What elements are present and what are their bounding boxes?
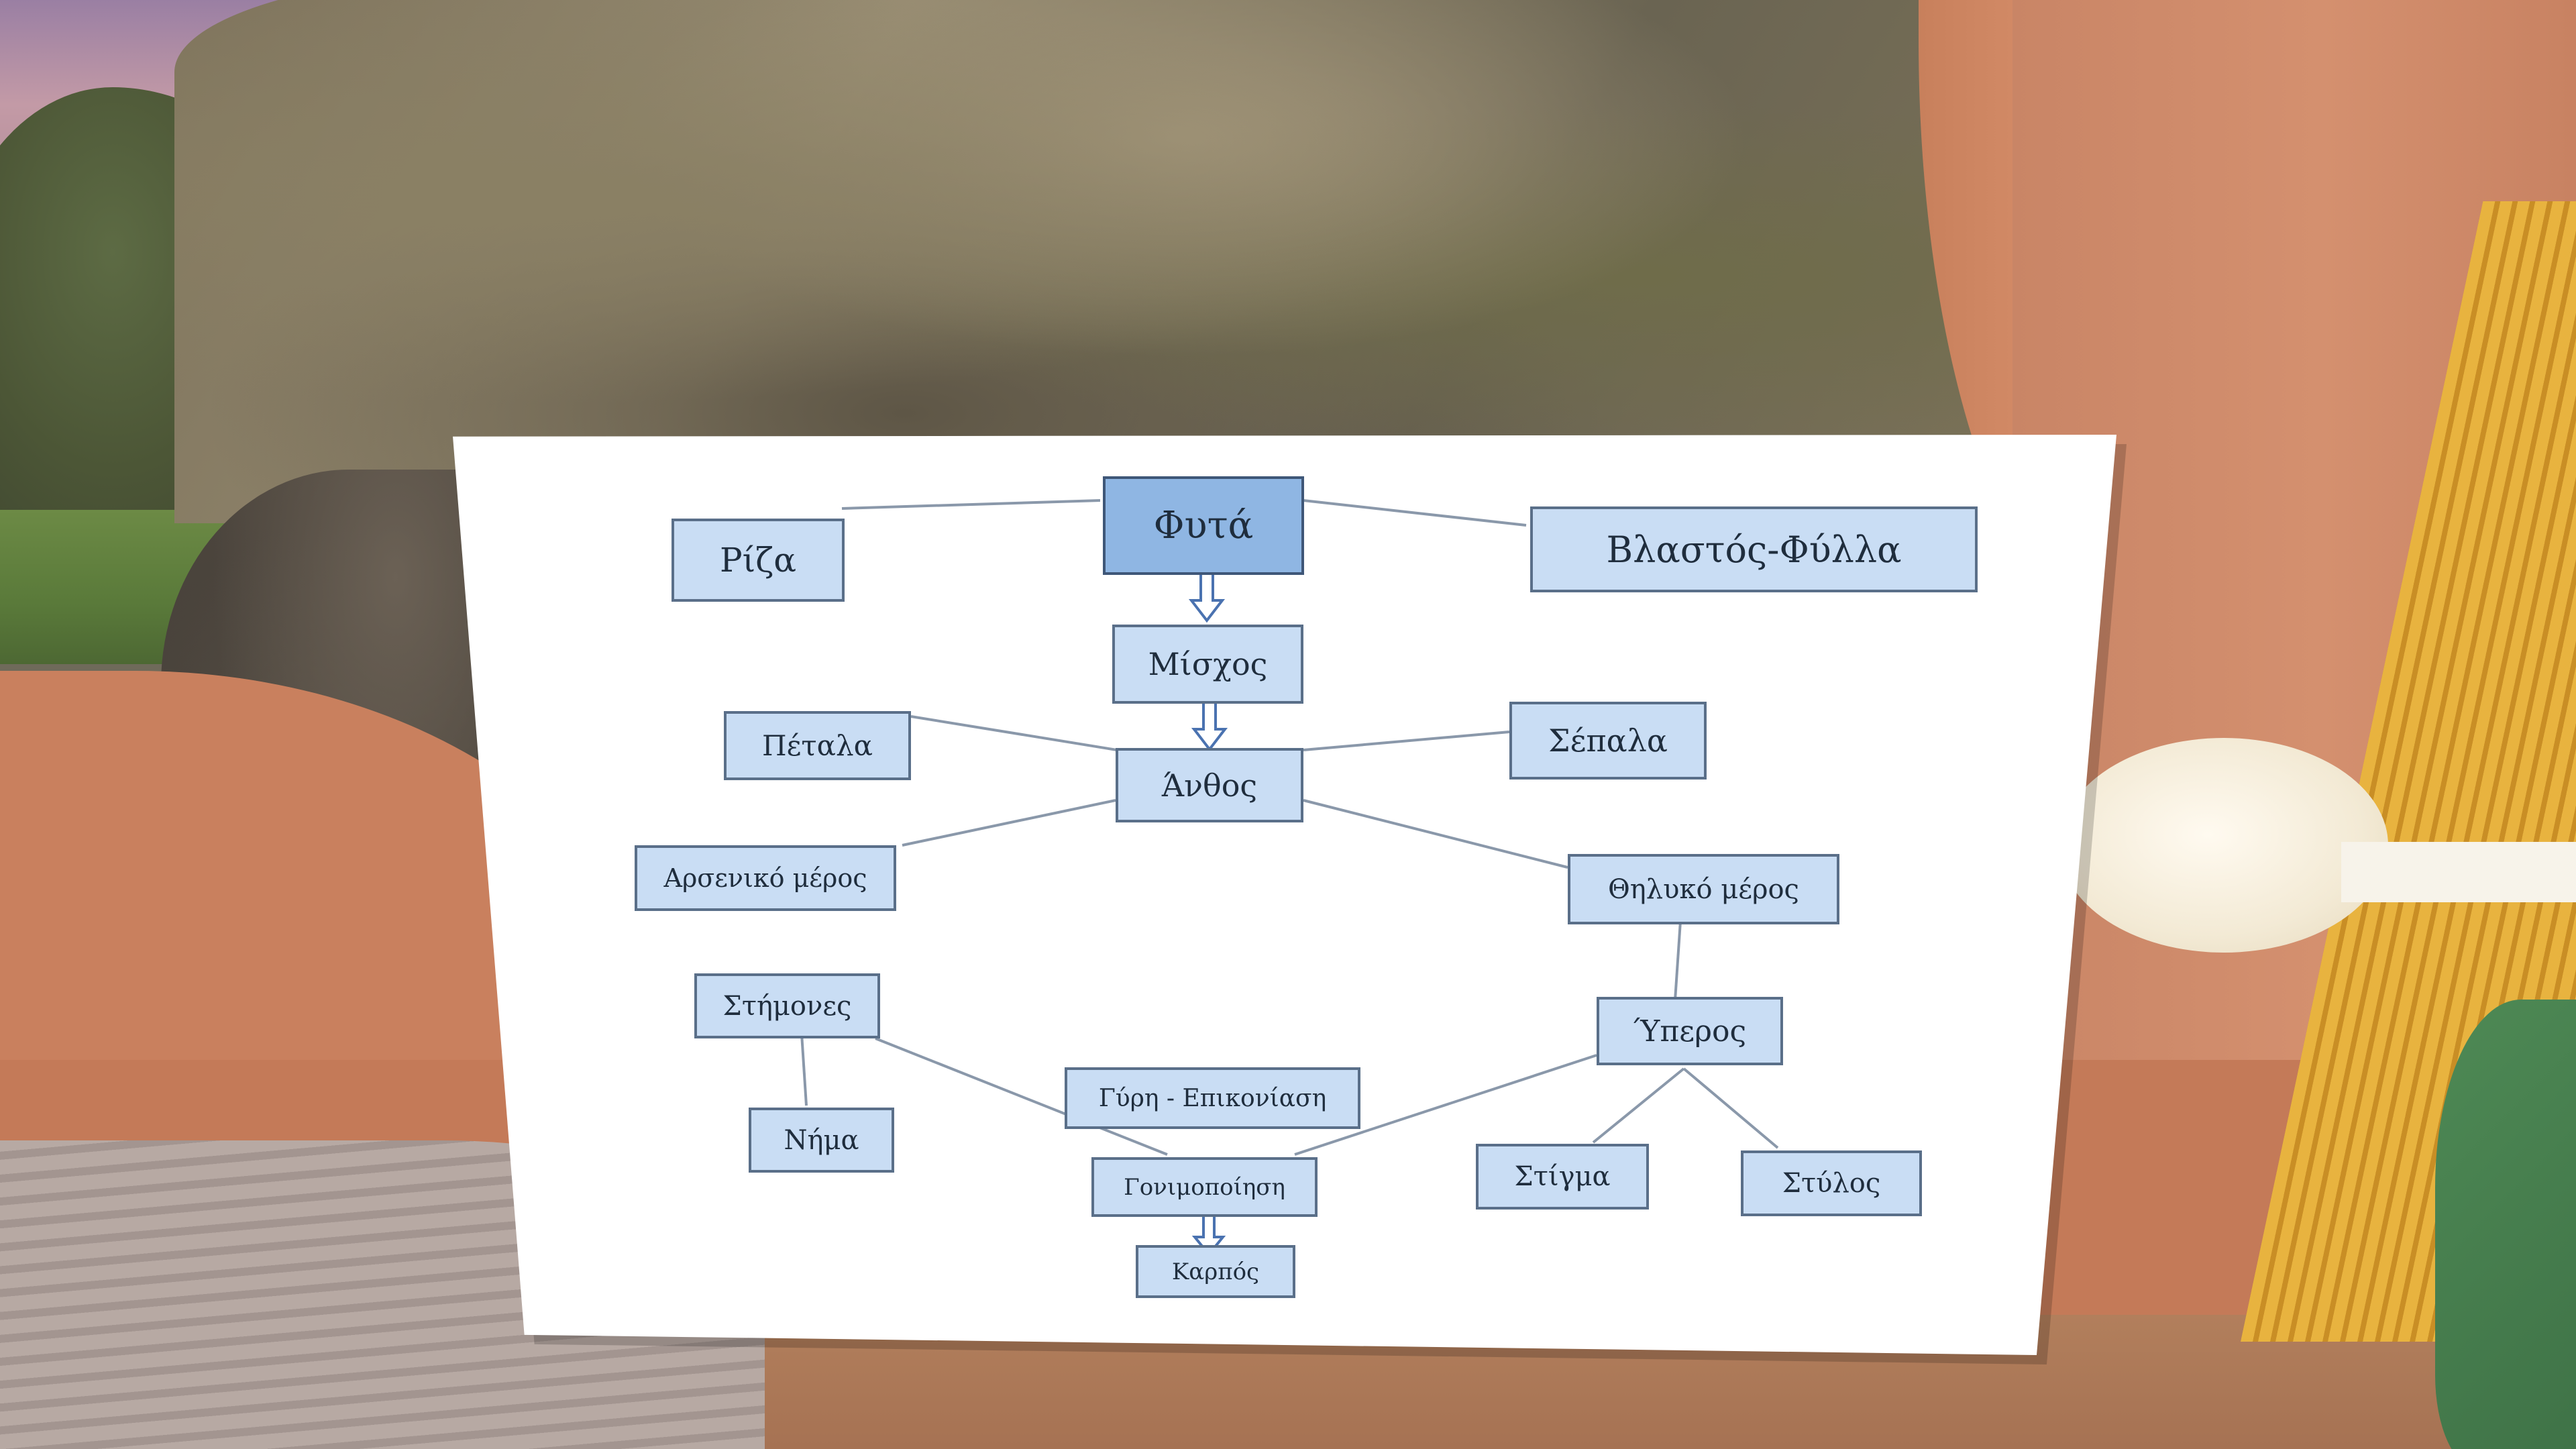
node-karpos-label: Καρπός	[1171, 1258, 1260, 1285]
node-gyri-label: Γύρη - Επικονίαση	[1098, 1084, 1327, 1112]
connector-nima	[800, 1033, 808, 1106]
node-gonimopoiisi-label: Γονιμοποίηση	[1124, 1173, 1285, 1201]
node-riza-label: Ρίζα	[719, 541, 797, 580]
node-thiliko-label: Θηλυκό μέρος	[1608, 873, 1799, 905]
node-vlastos[interactable]: Βλαστός-Φύλλα	[1530, 506, 1978, 592]
node-stimones[interactable]: Στήμονες	[694, 973, 880, 1038]
node-root[interactable]: Φυτά	[1103, 476, 1304, 575]
arrow-down-icon	[1188, 570, 1226, 623]
concept-map-board[interactable]: Φυτά Ρίζα Βλαστός-Φύλλα Μίσχος Πέταλα Σέ…	[453, 435, 2116, 1355]
node-stigma-label: Στίγμα	[1514, 1161, 1611, 1192]
connector-sepala	[1303, 731, 1510, 751]
connector-petala	[910, 715, 1118, 751]
node-stigma[interactable]: Στίγμα	[1476, 1144, 1649, 1210]
node-stylos[interactable]: Στύλος	[1741, 1150, 1922, 1216]
node-arseniko[interactable]: Αρσενικό μέρος	[635, 845, 896, 911]
node-gyri[interactable]: Γύρη - Επικονίαση	[1065, 1067, 1360, 1129]
connector-thiliko	[1303, 799, 1568, 869]
node-petala[interactable]: Πέταλα	[724, 711, 911, 780]
node-nima[interactable]: Νήμα	[749, 1108, 894, 1173]
node-mischos[interactable]: Μίσχος	[1112, 625, 1303, 704]
node-yperos[interactable]: Ύπερος	[1597, 997, 1783, 1065]
green-chair[interactable]	[2435, 1000, 2576, 1449]
node-mischos-label: Μίσχος	[1148, 646, 1268, 682]
connector-vlastos	[1303, 499, 1527, 527]
arrow-down-icon	[1191, 698, 1228, 752]
node-anthos[interactable]: Άνθος	[1116, 748, 1303, 822]
node-thiliko[interactable]: Θηλυκό μέρος	[1568, 854, 1839, 924]
node-stimones-label: Στήμονες	[722, 990, 852, 1022]
lamp-shade[interactable]	[2059, 738, 2388, 953]
node-arseniko-label: Αρσενικό μέρος	[663, 863, 867, 893]
node-sepala-label: Σέπαλα	[1548, 722, 1668, 759]
node-stylos-label: Στύλος	[1782, 1168, 1881, 1199]
node-karpos[interactable]: Καρπός	[1136, 1245, 1295, 1298]
lamp-arm	[2341, 842, 2576, 902]
node-anthos-label: Άνθος	[1161, 767, 1258, 804]
node-yperos-label: Ύπερος	[1633, 1014, 1747, 1049]
connector-stylos	[1682, 1067, 1779, 1149]
node-riza[interactable]: Ρίζα	[672, 519, 845, 602]
node-gonimopoiisi[interactable]: Γονιμοποίηση	[1091, 1157, 1318, 1217]
node-nima-label: Νήμα	[784, 1124, 859, 1156]
connector-stigma	[1592, 1067, 1685, 1144]
connector-stimones-gonimopoiisi	[875, 1037, 1168, 1156]
connector-arseniko	[902, 799, 1116, 847]
node-petala-label: Πέταλα	[762, 729, 873, 762]
connector-yperos-gonimopoiisi	[1294, 1054, 1597, 1156]
connector-riza	[841, 499, 1101, 510]
node-root-label: Φυτά	[1153, 504, 1254, 547]
node-vlastos-label: Βλαστός-Φύλλα	[1606, 528, 1902, 571]
connector-yperos	[1674, 920, 1682, 1001]
node-sepala[interactable]: Σέπαλα	[1509, 702, 1707, 780]
concept-map-connectors	[800, 499, 1779, 1257]
